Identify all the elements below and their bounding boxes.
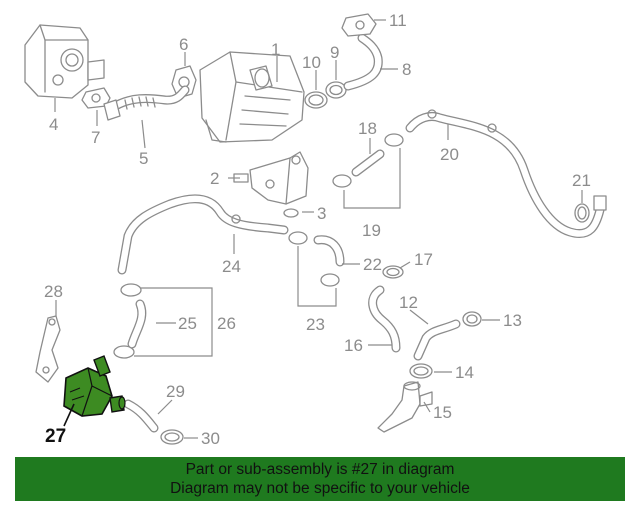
part-22-hose — [313, 235, 345, 267]
part-29-hose — [123, 399, 159, 433]
callout-7: 7 — [91, 128, 100, 147]
part-13-clamp — [462, 311, 482, 327]
callout-21: 21 — [572, 171, 591, 190]
callout-8: 8 — [402, 60, 411, 79]
part-10-clamp — [304, 91, 328, 109]
part-23-clamps — [288, 231, 340, 307]
callout-20: 20 — [440, 145, 459, 164]
part-18-hose — [351, 149, 385, 177]
callout-11: 11 — [389, 11, 407, 30]
part-20-coolant-pipe — [405, 109, 607, 238]
part-12-hose — [413, 319, 461, 361]
callout-17: 17 — [414, 250, 433, 269]
callout-29: 29 — [166, 382, 185, 401]
callout-15: 15 — [433, 403, 452, 422]
part-25-hose — [127, 299, 147, 349]
part-30-clamp — [160, 429, 184, 445]
part-1-egr-cooler — [199, 51, 305, 143]
part-9-clamp — [325, 81, 347, 99]
callout-4: 4 — [49, 115, 58, 134]
callout-27[interactable]: 27 — [45, 426, 66, 447]
banner-line-2: Diagram may not be specific to your vehi… — [170, 480, 470, 497]
part-19-clamps — [332, 133, 404, 209]
callout-13: 13 — [503, 311, 522, 330]
callout-18: 18 — [358, 119, 377, 138]
part-3-seal — [283, 208, 299, 218]
part-15-coolant-flange — [377, 381, 433, 433]
callout-2: 2 — [210, 169, 219, 188]
callout-6: 6 — [179, 35, 188, 54]
parts-diagram: 1 2 3 4 5 6 7 8 9 10 11 12 13 14 15 16 1… — [24, 11, 607, 448]
part-17-clamp — [382, 265, 404, 279]
part-2-bracket — [233, 151, 309, 205]
leader-lines — [54, 19, 583, 439]
callout-1: 1 — [271, 40, 280, 59]
callout-labels: 1 2 3 4 5 6 7 8 9 10 11 12 13 14 15 16 1… — [44, 11, 591, 448]
callout-22: 22 — [363, 255, 382, 274]
part-21-o-ring — [574, 203, 590, 223]
part-27-water-pump[interactable] — [63, 355, 126, 417]
part-26-clamps — [113, 283, 213, 359]
info-banner: Part or sub-assembly is #27 in diagram D… — [15, 457, 625, 501]
callout-28: 28 — [44, 282, 63, 301]
callout-23: 23 — [306, 315, 325, 334]
callout-10: 10 — [302, 53, 321, 72]
part-8-hose — [343, 33, 383, 91]
callout-14: 14 — [455, 363, 474, 382]
callout-26: 26 — [217, 314, 236, 333]
banner-line-1: Part or sub-assembly is #27 in diagram — [185, 461, 455, 478]
part-28-bracket — [35, 315, 61, 383]
part-24-coolant-pipe — [117, 194, 289, 275]
part-16-hose — [368, 285, 401, 353]
part-4-egr-valve — [24, 24, 105, 99]
part-11-gasket — [341, 13, 377, 37]
callout-5: 5 — [139, 149, 148, 168]
callout-12: 12 — [399, 293, 418, 312]
part-14-clamp — [409, 363, 433, 379]
part-5-egr-pipe — [103, 85, 190, 121]
callout-3: 3 — [317, 204, 326, 223]
part-6-gasket — [171, 65, 197, 99]
callout-24: 24 — [222, 257, 241, 276]
callout-25: 25 — [178, 314, 197, 333]
callout-9: 9 — [330, 43, 339, 62]
callout-19: 19 — [362, 221, 381, 240]
callout-16: 16 — [344, 336, 363, 355]
callout-30: 30 — [201, 429, 220, 448]
